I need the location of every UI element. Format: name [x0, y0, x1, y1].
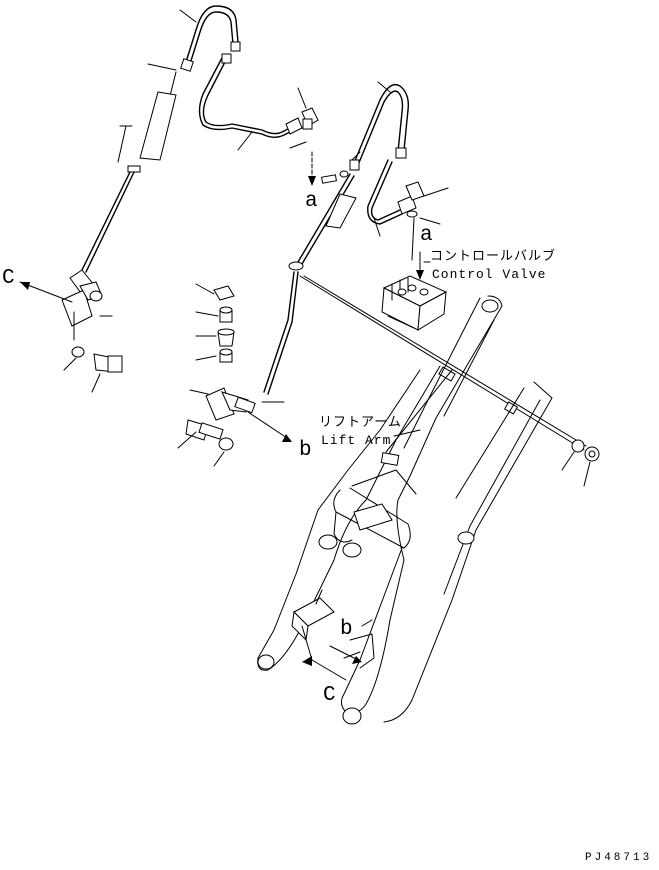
arrow-c-left: [19, 281, 73, 303]
callout-b-lower: b: [299, 439, 312, 462]
leader-lines-left: [63, 9, 307, 393]
callout-a-upper: a: [305, 190, 318, 213]
arrow-a-upper: [308, 151, 316, 186]
arrow-b-frame: [329, 645, 362, 664]
leader-lines-lift-arm: [393, 429, 421, 437]
drawing-code: PJ48713: [585, 852, 653, 864]
lift-arm-label-jp: リフトアーム: [319, 415, 402, 430]
callout-a-right: a: [420, 224, 433, 247]
left-pipe-assembly: [61, 5, 319, 373]
lift-arm: [257, 295, 553, 725]
arrow-a-right: [411, 217, 424, 280]
callout-c-frame: C: [323, 684, 336, 707]
fitting-stack: [185, 285, 256, 451]
control-valve-label-en: Control Valve: [432, 267, 547, 282]
callout-c-left: C: [2, 267, 15, 290]
arrow-c-frame: [301, 625, 347, 681]
arrow-b-lower: [247, 411, 292, 442]
control-valve-label-jp: コントロールバルブ: [430, 249, 557, 264]
middle-pipe-assembly: [263, 83, 600, 462]
leader-lines-middle: [177, 81, 591, 487]
lift-arm-label-en: Lift Arm: [321, 433, 392, 448]
control-valve: [381, 261, 448, 331]
callout-b-frame: b: [340, 618, 353, 641]
